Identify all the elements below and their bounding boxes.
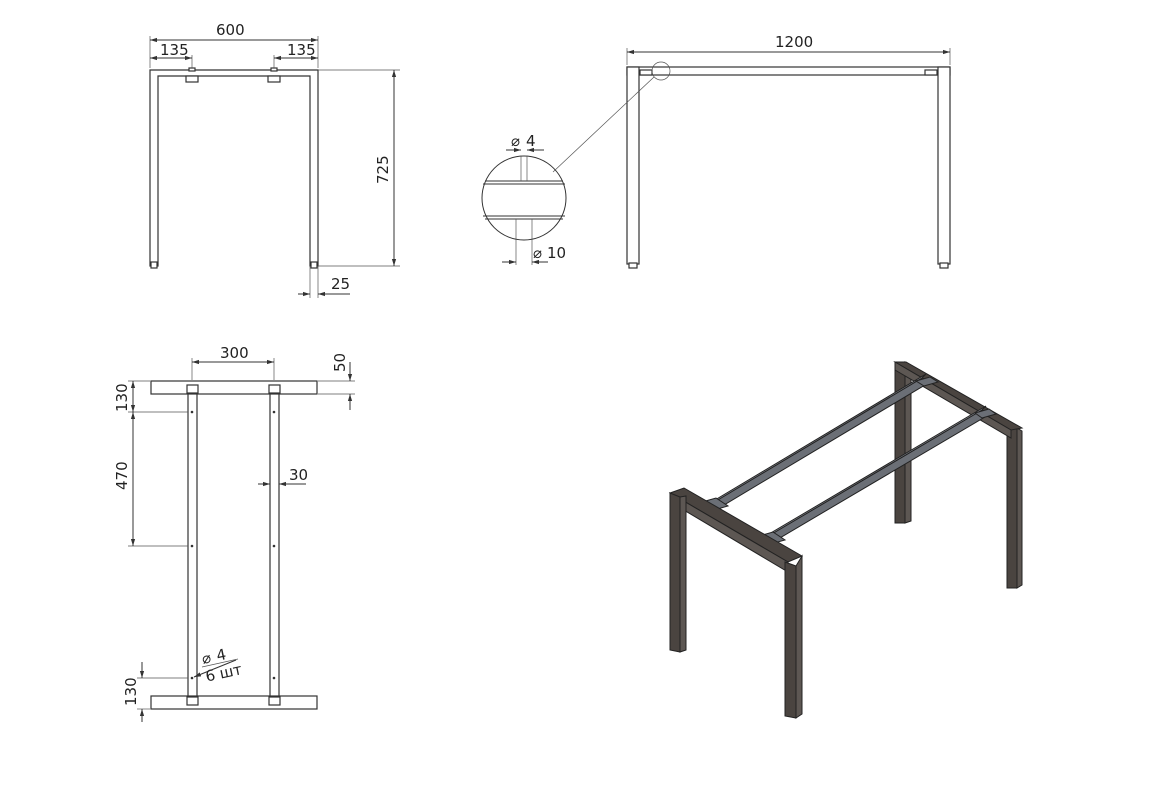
top-view: 300 50 130 470 30 130 ⌀ 4 6 шт (113, 344, 355, 722)
front-offset-left-label: 135 (160, 41, 189, 59)
detail-dia-symbol-small: ⌀ (511, 132, 520, 150)
top-end-offset-top-label: 130 (113, 383, 131, 412)
detail-hole-small-label: 4 (526, 132, 536, 150)
top-hole-note-dia-label: 4 (215, 645, 228, 665)
top-note-dia-symbol: ⌀ (200, 648, 213, 667)
front-offset-right-label: 135 (287, 41, 316, 59)
side-view: 1200 (552, 33, 951, 269)
detail-dia-symbol-large: ⌀ (533, 244, 542, 262)
front-width-label: 600 (216, 21, 245, 39)
front-view: 600 135 135 725 25 (149, 21, 400, 298)
front-leg-size-label: 25 (331, 275, 350, 293)
isometric-view (668, 361, 1024, 719)
side-length-label: 1200 (775, 33, 813, 51)
front-height-label: 725 (374, 155, 392, 184)
top-end-offset-bottom-label: 130 (122, 677, 140, 706)
detail-view: ⌀ 4 ⌀ 10 (481, 132, 567, 265)
detail-hole-large-label: 10 (547, 244, 566, 262)
top-beam-width-label: 50 (331, 353, 349, 372)
top-rail-width-label: 30 (289, 466, 308, 484)
top-hole-pitch-label: 470 (113, 461, 131, 490)
top-rail-spacing-label: 300 (220, 344, 249, 362)
